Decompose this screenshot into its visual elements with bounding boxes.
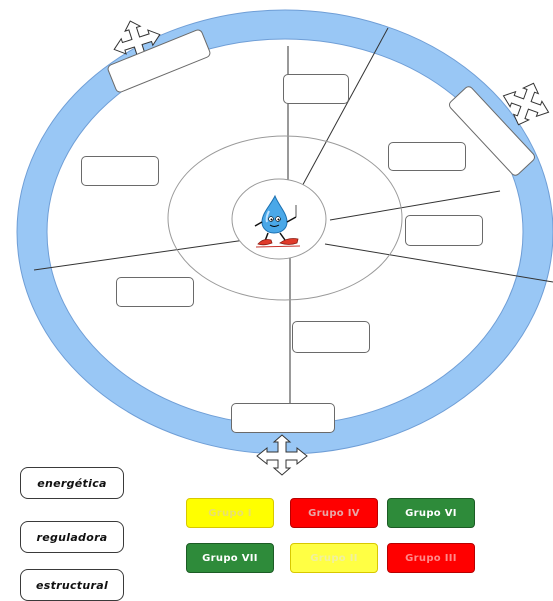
sector-line	[329, 190, 501, 221]
sector-drop-box-bottom[interactable]	[292, 321, 370, 353]
sector-line	[324, 243, 553, 283]
sector-line	[299, 27, 389, 191]
sector-drop-box-left-upper[interactable]	[81, 156, 159, 186]
word-card-estructural[interactable]: estructural	[20, 569, 124, 601]
ring-drop-box-bottom[interactable]	[231, 403, 335, 433]
group-card-grupo-ii[interactable]: Grupo II	[290, 543, 378, 573]
group-card-grupo-vii[interactable]: Grupo VII	[186, 543, 274, 573]
sector-drop-box-top[interactable]	[283, 74, 349, 104]
four-way-arrow-icon[interactable]	[256, 434, 308, 476]
sector-drop-box-right-lower[interactable]	[405, 215, 483, 246]
group-card-grupo-i[interactable]: Grupo I	[186, 498, 274, 528]
word-card-reguladora[interactable]: reguladora	[20, 521, 124, 553]
sector-line	[33, 239, 246, 271]
sector-drop-box-left-lower[interactable]	[116, 277, 194, 307]
water-drop-mascot-icon	[254, 194, 301, 248]
resize-arrow-right[interactable]	[496, 75, 553, 133]
four-way-arrow-icon[interactable]	[496, 75, 553, 133]
group-card-grupo-iv[interactable]: Grupo IV	[290, 498, 378, 528]
middle-circle	[167, 135, 403, 301]
group-card-grupo-vi[interactable]: Grupo VI	[387, 498, 475, 528]
word-card-energetica[interactable]: energética	[20, 467, 124, 499]
resize-arrow-bottom[interactable]	[256, 434, 308, 476]
sector-drop-box-right-upper[interactable]	[388, 142, 466, 171]
group-card-grupo-iii[interactable]: Grupo III	[387, 543, 475, 573]
